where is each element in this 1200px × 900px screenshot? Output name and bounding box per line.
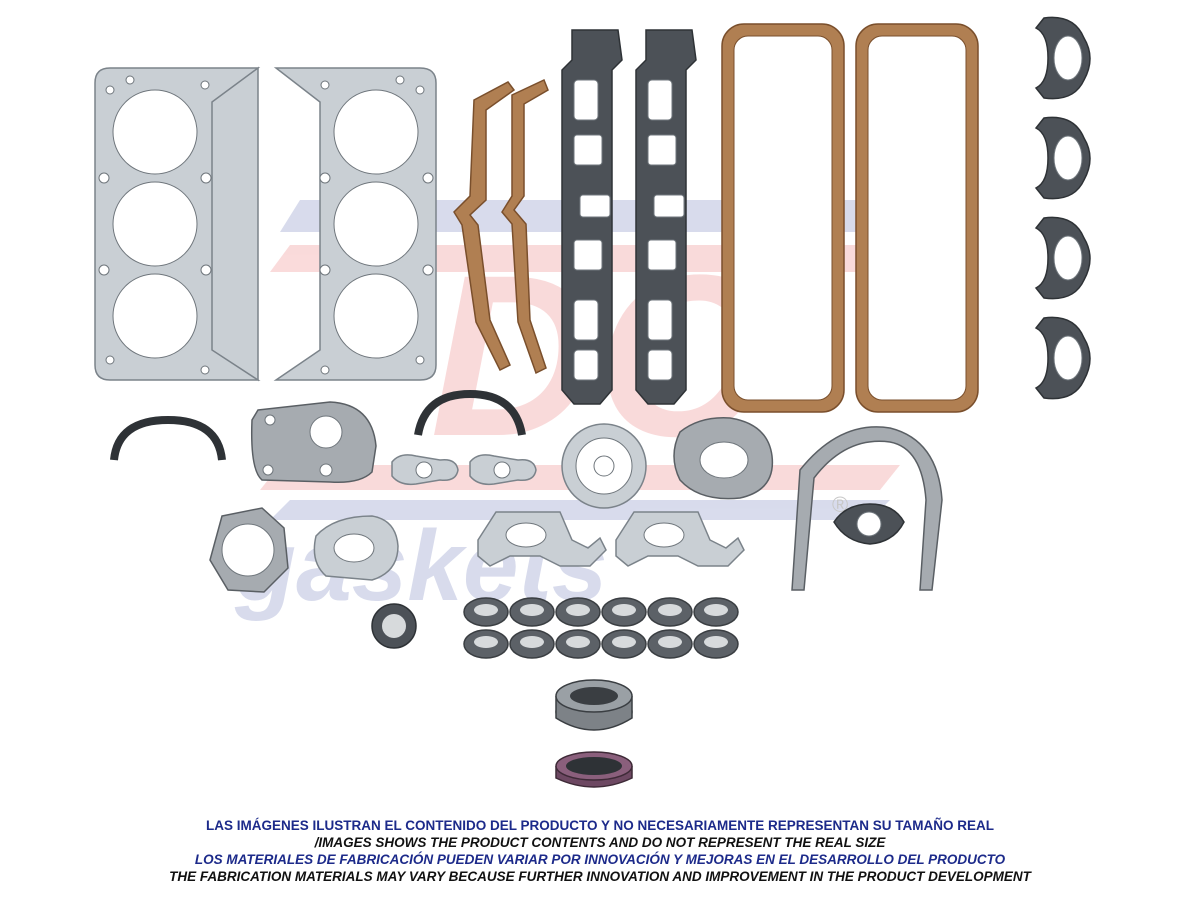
- intake-gasket-right: [635, 29, 697, 405]
- head-gasket-left: [94, 66, 261, 382]
- timing-cover-gasket: [791, 426, 943, 591]
- distributor-gaskets: [209, 507, 399, 593]
- disclaimer-line-1: LAS IMÁGENES ILUSTRAN EL CONTENIDO DEL P…: [205, 818, 995, 833]
- front-crank-seal: [371, 603, 417, 649]
- fuel-pump-gasket: [673, 417, 774, 500]
- valve-stem-seals: [463, 597, 739, 659]
- oil-pan-rail-left: [453, 81, 516, 372]
- valve-cover-gasket-right: [855, 23, 979, 413]
- exhaust-flange-gasket: [561, 423, 647, 509]
- head-gasket-right: [273, 67, 437, 381]
- water-pump-gasket: [250, 401, 377, 484]
- oil-filter-adapter-gasket: [833, 503, 905, 545]
- rear-oil-seal: [555, 751, 633, 788]
- valve-cover-gasket-left: [721, 23, 845, 413]
- disclaimer-line-4: THE FABRICATION MATERIALS MAY VARY BECAU…: [169, 869, 1031, 884]
- exhaust-gaskets: [1034, 16, 1091, 400]
- rear-main-seal-right: [414, 389, 526, 436]
- rear-main-seal-left: [110, 415, 226, 461]
- thermostat-gaskets: [391, 454, 537, 486]
- intake-gasket-left: [561, 29, 623, 405]
- exhaust-donut-gasket: [555, 679, 633, 731]
- disclaimer-line-3: LOS MATERIALES DE FABRICACIÓN PUEDEN VAR…: [194, 852, 1006, 867]
- exhaust-manifold-gaskets: [477, 511, 745, 567]
- oil-pan-rail-right: [501, 78, 549, 375]
- disclaimer-line-2: /IMAGES SHOWS THE PRODUCT CONTENTS AND D…: [314, 835, 886, 850]
- disclaimer-block: LAS IMÁGENES ILUSTRAN EL CONTENIDO DEL P…: [0, 817, 1200, 885]
